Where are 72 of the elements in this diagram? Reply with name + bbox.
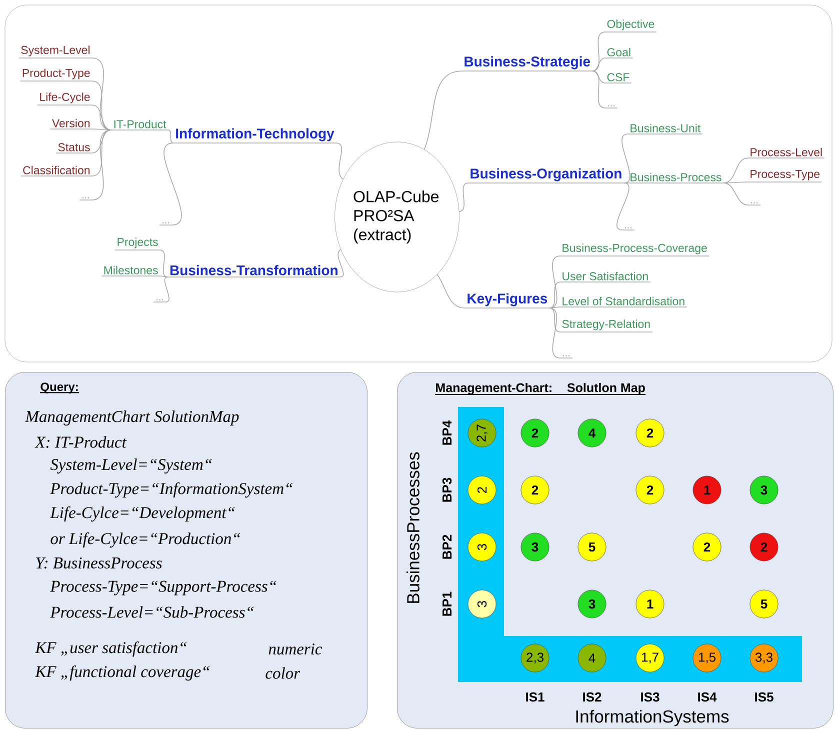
topic-label: Goal [607, 48, 630, 56]
branch-line [723, 182, 761, 206]
axis-category-label: IS2 [583, 692, 602, 702]
axis-category-label: IS4 [698, 692, 717, 702]
branch-line [50, 128, 112, 130]
branch-line [723, 158, 825, 184]
topic-label: Process-Level [750, 148, 822, 156]
branch-line [111, 130, 174, 144]
ellipsis-label: … [608, 105, 614, 106]
branch-line [592, 58, 634, 72]
branch-line [424, 70, 593, 150]
branch-line [20, 130, 112, 176]
axis-category-label: IS5 [755, 692, 774, 702]
branch-label: Business-Transformation [170, 265, 338, 276]
branch-line [167, 249, 344, 278]
branch-line [458, 182, 624, 212]
topic-label: Product-Type [22, 68, 90, 80]
topic-label: Milestones [104, 266, 158, 274]
branch-line [37, 104, 112, 130]
topic-label: Objective [607, 20, 654, 30]
branch-line [548, 282, 651, 308]
branch-line [173, 142, 344, 180]
branch-line [616, 182, 635, 230]
branch-label: Business-Strategie [464, 56, 590, 70]
branch-line [548, 308, 653, 332]
branch-label: Business-Organization [470, 168, 622, 182]
branch-line [101, 276, 168, 278]
branch-line [592, 70, 618, 108]
axis-title: BusinessProcesses [406, 452, 420, 603]
topic-label: CSF [607, 73, 630, 82]
ellipsis-label: … [162, 222, 170, 224]
axis-category-label: IS1 [526, 692, 544, 702]
topic-label: Strategy-Relation [562, 320, 650, 330]
axis-category-label: IS3 [641, 692, 660, 702]
topic-label: IT-Product [114, 120, 166, 128]
topic-label: Projects [118, 238, 158, 248]
topic-label: Business-Process-Coverage [562, 244, 707, 254]
ellipsis-label: … [562, 355, 570, 356]
branch-line [56, 130, 112, 154]
query-panel: Query: ManagementChart SolutionMap X: IT-Product System-Level=“System“ Product-Type=“InformationSystem“ Life-Cylce=“Development“ or Life-Cylce=“Production“ Y: BusinessProcess Process-Type=“Support-Process“ Process-Level=“Sub-Process“ KF „user satisfaction“ numeric KF „functional coverage“ color [5, 372, 368, 728]
branch-line [153, 276, 170, 302]
branch-line [723, 182, 822, 184]
ellipsis-label: … [624, 227, 632, 228]
axis-category-label: BP3 [442, 478, 452, 502]
branch-line [79, 130, 112, 200]
axis-category-label: BP1 [442, 592, 452, 616]
branch-line [592, 70, 632, 84]
topic-label: User Satisfaction [562, 272, 648, 280]
ellipsis-label: … [750, 202, 758, 204]
axis-category-label: BP2 [442, 534, 452, 559]
ellipsis-label: … [82, 197, 90, 198]
branch-line [159, 142, 182, 226]
topic-label: Business-Process [630, 172, 722, 182]
branch-label: Key-Figures [468, 293, 548, 306]
branch-line [436, 274, 550, 308]
topic-label: Version [52, 118, 90, 128]
topic-label: Classification [23, 166, 90, 174]
topic-label: Process-Type [750, 170, 820, 180]
topic-label: System-Level [21, 46, 90, 56]
topic-label: Life-Cycle [40, 92, 90, 104]
branch-line [548, 308, 573, 358]
branch-label: Information-Technology [176, 128, 334, 142]
branch-line [622, 134, 703, 184]
topic-label: Level of Standardisation [562, 296, 684, 306]
branch-line [592, 32, 657, 72]
axis-category-label: BP4 [442, 420, 452, 445]
topic-label: Status [58, 143, 90, 152]
topic-label: Business-Unit [630, 124, 701, 132]
branch-line [114, 250, 168, 278]
ellipsis-label: … [156, 299, 164, 300]
branch-line [623, 182, 724, 184]
axis-title: InformationSystems [576, 710, 729, 726]
